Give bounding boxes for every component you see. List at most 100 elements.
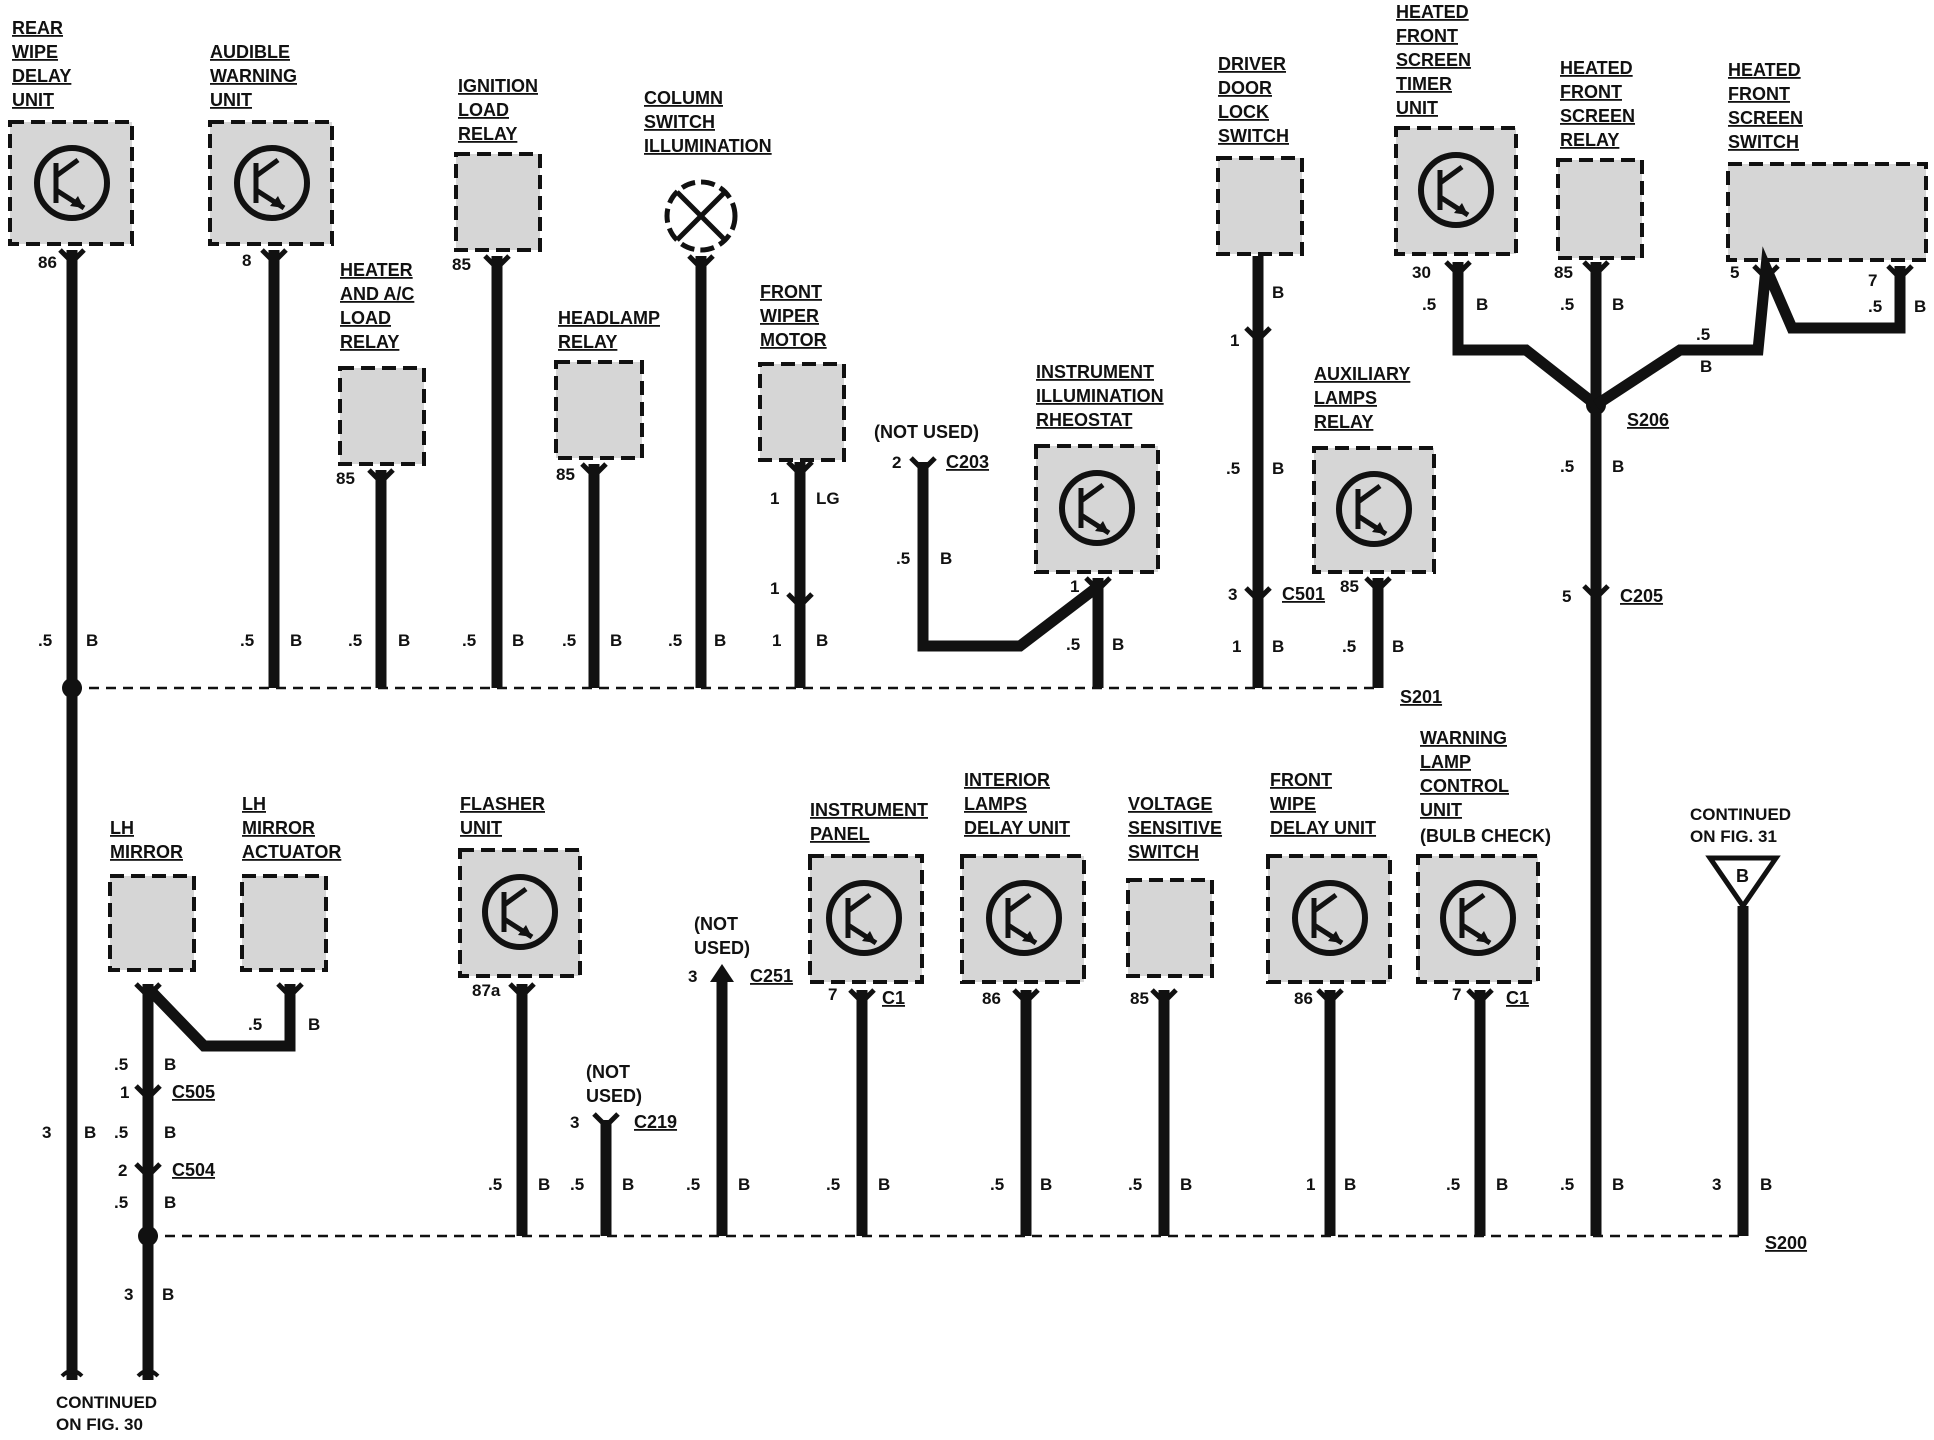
- svg-text:C501: C501: [1282, 584, 1325, 604]
- svg-text:.5: .5: [570, 1175, 584, 1194]
- svg-text:CONTINUED: CONTINUED: [56, 1393, 157, 1412]
- svg-text:B: B: [714, 631, 726, 650]
- svg-text:VOLTAGE: VOLTAGE: [1128, 794, 1212, 814]
- svg-text:REAR: REAR: [12, 18, 63, 38]
- svg-text:3: 3: [688, 967, 697, 986]
- svg-text:8: 8: [242, 251, 251, 270]
- svg-text:RELAY: RELAY: [558, 332, 617, 352]
- svg-text:7: 7: [1868, 271, 1877, 290]
- flasher-unit: FLASHER UNIT 87a: [458, 794, 582, 1000]
- auxiliary-lamps-relay: AUXILIARY LAMPS RELAY 85: [1312, 364, 1436, 596]
- wire-hfs-switch: [1592, 246, 1906, 410]
- splice-label-s206: S206: [1627, 410, 1669, 430]
- svg-text:.5: .5: [1560, 457, 1574, 476]
- svg-text:C251: C251: [750, 966, 793, 986]
- svg-text:2: 2: [118, 1161, 127, 1180]
- svg-text:UNIT: UNIT: [1396, 98, 1438, 118]
- svg-text:.5: .5: [1446, 1175, 1460, 1194]
- svg-text:.5: .5: [1342, 637, 1356, 656]
- svg-text:LH: LH: [242, 794, 266, 814]
- svg-text:B: B: [164, 1193, 176, 1212]
- svg-text:.5: .5: [1422, 295, 1436, 314]
- svg-text:WARNING: WARNING: [1420, 728, 1507, 748]
- ignition-load-relay: IGNITION LOAD RELAY 85: [452, 76, 542, 274]
- svg-text:B: B: [1700, 357, 1712, 376]
- svg-text:.5: .5: [1868, 297, 1882, 316]
- svg-text:B: B: [622, 1175, 634, 1194]
- svg-text:ILLUMINATION: ILLUMINATION: [644, 136, 772, 156]
- svg-text:5: 5: [1562, 587, 1571, 606]
- svg-text:INSTRUMENT: INSTRUMENT: [1036, 362, 1154, 382]
- svg-text:5: 5: [1730, 263, 1739, 282]
- svg-text:B: B: [164, 1123, 176, 1142]
- transistor-icon: [986, 880, 1062, 956]
- svg-text:.5: .5: [462, 631, 476, 650]
- svg-text:WIPE: WIPE: [12, 42, 58, 62]
- connector-c203-not-used: (NOT USED) 2 C203: [874, 422, 989, 472]
- svg-text:AUXILIARY: AUXILIARY: [1314, 364, 1410, 384]
- svg-text:3: 3: [570, 1113, 579, 1132]
- svg-text:MIRROR: MIRROR: [242, 818, 315, 838]
- svg-text:(NOT: (NOT: [586, 1062, 630, 1082]
- svg-text:B: B: [878, 1175, 890, 1194]
- svg-text:COLUMN: COLUMN: [644, 88, 723, 108]
- svg-text:B: B: [1180, 1175, 1192, 1194]
- svg-text:B: B: [1112, 635, 1124, 654]
- svg-text:B: B: [1272, 283, 1284, 302]
- transistor-icon: [1292, 880, 1368, 956]
- transistor-icon: [1418, 152, 1494, 228]
- driver-door-lock-switch: DRIVER DOOR LOCK SWITCH: [1216, 54, 1304, 256]
- svg-text:INTERIOR: INTERIOR: [964, 770, 1050, 790]
- svg-text:.5: .5: [1696, 325, 1710, 344]
- svg-text:DELAY UNIT: DELAY UNIT: [1270, 818, 1376, 838]
- svg-text:PANEL: PANEL: [810, 824, 870, 844]
- svg-text:AUDIBLE: AUDIBLE: [210, 42, 290, 62]
- svg-text:2: 2: [892, 453, 901, 472]
- svg-text:7: 7: [1452, 985, 1461, 1004]
- svg-text:B: B: [398, 631, 410, 650]
- svg-text:3: 3: [1712, 1175, 1721, 1194]
- connector-c251-not-used: (NOT USED) 3 C251: [688, 914, 793, 986]
- svg-text:WARNING: WARNING: [210, 66, 297, 86]
- svg-text:B: B: [84, 1123, 96, 1142]
- voltage-sensitive-switch: VOLTAGE SENSITIVE SWITCH 85: [1126, 794, 1222, 1008]
- connector-c219-not-used: (NOT USED) 3 C219: [570, 1062, 677, 1132]
- svg-text:85: 85: [452, 255, 471, 274]
- svg-text:RHEOSTAT: RHEOSTAT: [1036, 410, 1132, 430]
- instrument-illumination-rheostat: INSTRUMENT ILLUMINATION RHEOSTAT 1: [1034, 362, 1164, 596]
- svg-text:3: 3: [1228, 585, 1237, 604]
- svg-text:.5: .5: [1066, 635, 1080, 654]
- svg-text:(NOT: (NOT: [694, 914, 738, 934]
- column-switch-illumination: COLUMN SWITCH ILLUMINATION: [644, 88, 772, 253]
- splice-label-s200: S200: [1765, 1233, 1807, 1253]
- warning-lamp-control-unit: WARNING LAMP CONTROL UNIT (BULB CHECK) 7…: [1416, 728, 1551, 1008]
- svg-text:AND A/C: AND A/C: [340, 284, 414, 304]
- svg-text:.5: .5: [348, 631, 362, 650]
- svg-text:SCREEN: SCREEN: [1396, 50, 1471, 70]
- svg-text:C203: C203: [946, 452, 989, 472]
- svg-text:C1: C1: [1506, 988, 1529, 1008]
- svg-text:WIPER: WIPER: [760, 306, 819, 326]
- svg-text:.5: .5: [1560, 295, 1574, 314]
- svg-text:B: B: [1612, 1175, 1624, 1194]
- svg-text:(NOT USED): (NOT USED): [874, 422, 979, 442]
- svg-text:.5: .5: [686, 1175, 700, 1194]
- svg-text:30: 30: [1412, 263, 1431, 282]
- svg-text:HEATED: HEATED: [1728, 60, 1801, 80]
- svg-text:LG: LG: [816, 489, 840, 508]
- svg-text:86: 86: [982, 989, 1001, 1008]
- svg-text:B: B: [1496, 1175, 1508, 1194]
- svg-text:LAMPS: LAMPS: [964, 794, 1027, 814]
- connector-b-triangle: [1705, 855, 1781, 911]
- svg-text:SCREEN: SCREEN: [1560, 106, 1635, 126]
- wire-lh-actuator: [146, 984, 296, 1052]
- svg-text:ACTUATOR: ACTUATOR: [242, 842, 341, 862]
- svg-text:.5: .5: [488, 1175, 502, 1194]
- lamp-icon: [664, 179, 738, 253]
- svg-text:B: B: [164, 1055, 176, 1074]
- svg-text:B: B: [1760, 1175, 1772, 1194]
- svg-text:B: B: [162, 1285, 174, 1304]
- svg-text:B: B: [538, 1175, 550, 1194]
- svg-text:B: B: [1476, 295, 1488, 314]
- svg-text:.5: .5: [990, 1175, 1004, 1194]
